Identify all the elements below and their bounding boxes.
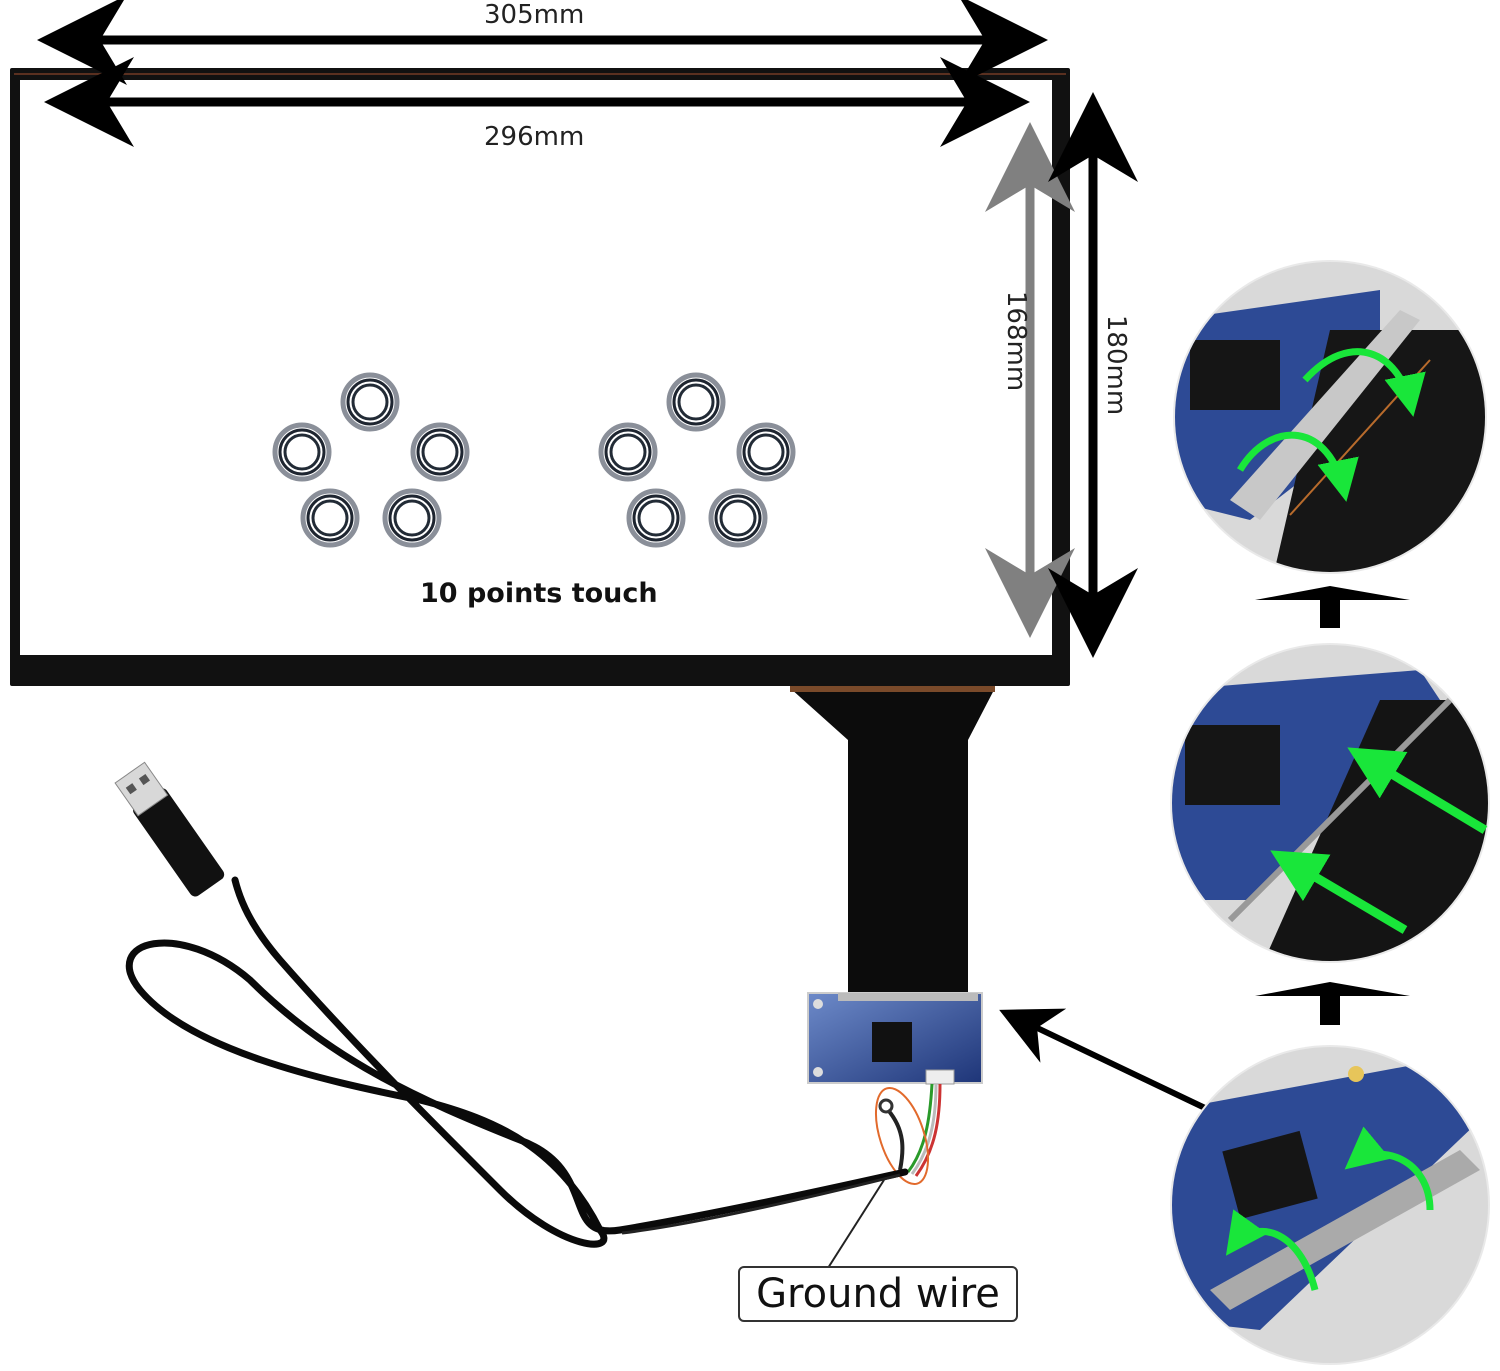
touch-point-ring <box>300 488 360 548</box>
inner-width-label: 296mm <box>484 122 585 152</box>
touch-point-ring <box>666 372 726 432</box>
step-circle-3 <box>1173 260 1487 574</box>
ground-wire-pointer <box>827 1179 885 1269</box>
dimension-arrows <box>37 0 1138 658</box>
touch-point-ring <box>272 422 332 482</box>
usb-plug <box>114 761 225 897</box>
touch-point-ring <box>626 488 686 548</box>
board-wires <box>874 1083 942 1186</box>
straight-arrow-icon <box>1270 850 1408 934</box>
flex-cable <box>790 686 995 1000</box>
touch-point-ring <box>382 488 442 548</box>
touch-point-ring <box>736 422 796 482</box>
step-up-arrow <box>1255 586 1410 628</box>
curved-arrow-icon <box>1302 348 1426 417</box>
straight-arrow-icon <box>1347 747 1488 834</box>
inner-height-label: 168mm <box>1001 290 1032 392</box>
touch-point-ring <box>598 422 658 482</box>
touch-point-ring <box>708 488 768 548</box>
ground-wire-label: Ground wire <box>738 1266 1018 1322</box>
touch-panel <box>10 68 1070 686</box>
outer-width-label: 305mm <box>484 0 585 30</box>
curved-arrow-icon <box>1344 1126 1434 1211</box>
touch-point-ring <box>410 422 470 482</box>
step-up-arrow <box>1255 982 1410 1025</box>
outer-height-label: 180mm <box>1101 314 1132 416</box>
controller-board <box>807 992 983 1085</box>
curved-arrow-icon <box>1225 1209 1319 1291</box>
board-callout-arrow <box>999 1008 1207 1111</box>
step-circle-2 <box>1170 643 1490 963</box>
curved-arrow-icon <box>1237 431 1359 502</box>
usb-cable <box>125 876 909 1248</box>
touch-point-ring <box>340 372 400 432</box>
touch-caption: 10 points touch <box>420 578 658 609</box>
touch-points <box>272 372 796 548</box>
step-circle-1 <box>1170 1045 1490 1365</box>
